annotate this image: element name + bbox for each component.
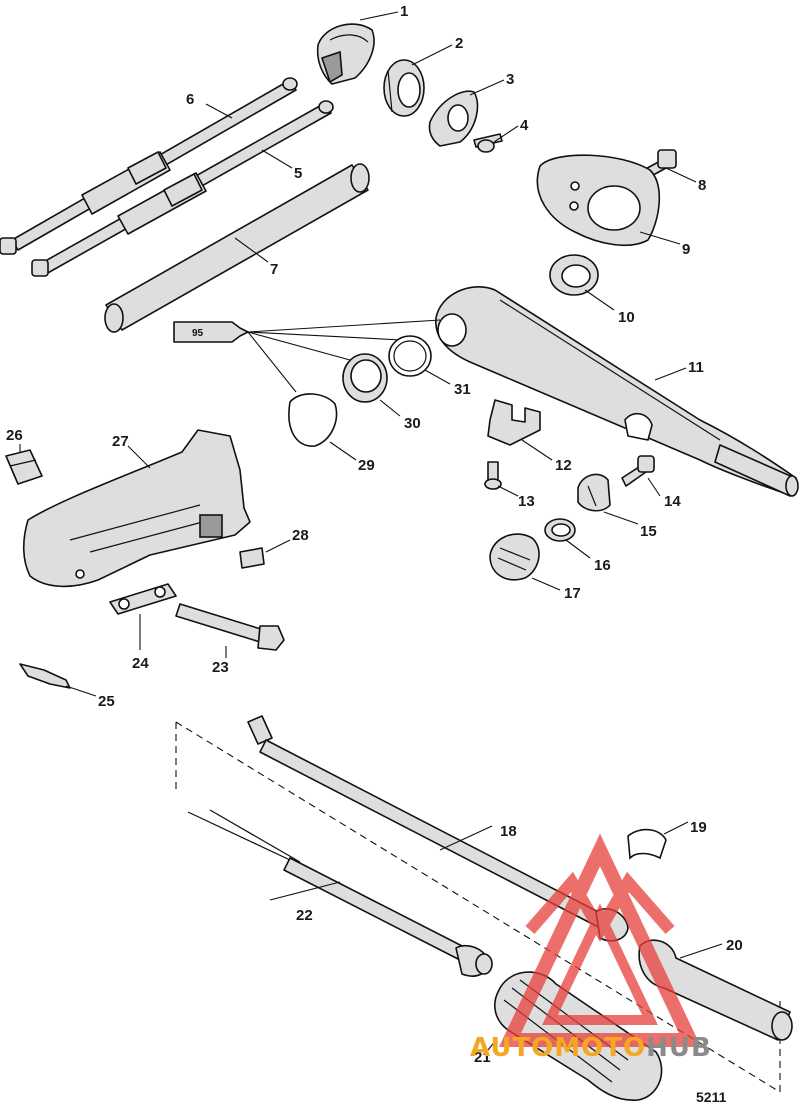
part-label-28: 28 [292,527,309,544]
part-label-14: 14 [664,493,681,510]
part-24-plate [109,583,177,615]
part-28-block [239,547,265,569]
part-31-seal [388,335,432,377]
part-label-3: 3 [506,71,514,88]
part-label-13: 13 [518,493,535,510]
part-label-26: 26 [6,427,23,444]
part-label-17: 17 [564,585,581,602]
figure-number: 5211 [696,1089,727,1105]
part-label-30: 30 [404,415,421,432]
part-label-7: 7 [270,261,278,278]
part-label-25: 25 [98,693,115,710]
part-label-31: 31 [454,381,471,398]
part-23-bolt [175,603,285,651]
part-19-clip [627,828,667,860]
part-11-tiller-arm [435,286,799,497]
part-9-cover [536,154,661,247]
part-label-23: 23 [212,659,229,676]
watermark-text-part2: HUB [646,1033,712,1063]
part-label-12: 12 [555,457,572,474]
part-30-seal [342,353,388,403]
part-17-knob [489,533,540,581]
part-label-20: 20 [726,937,743,954]
watermark-logo [498,833,702,1047]
part-label-16: 16 [594,557,611,574]
part-7-rod [104,163,370,333]
part-14-bolt [621,455,655,487]
part-5-gas-strut [31,100,334,277]
part-4-screw [473,133,503,153]
part-label-6: 6 [186,91,194,108]
part-22-lead [187,809,493,977]
sealant-tube: 95 [173,319,441,393]
watermark-text-part1: AUTOMOTO [470,1033,646,1063]
part-label-8: 8 [698,177,706,194]
part-6-gas-strut [0,77,298,255]
part-13-screw [484,461,502,490]
part-label-9: 9 [682,241,690,258]
part-10-grommet [549,254,599,296]
part-12-bracket [487,399,541,446]
part-label-18: 18 [500,823,517,840]
part-label-10: 10 [618,309,635,326]
part-label-19: 19 [690,819,707,836]
part-label-1: 1 [400,3,408,20]
part-15-clip [577,473,611,512]
part-26-spacer [5,449,43,485]
part-29-seal [288,393,338,447]
part-label-2: 2 [455,35,463,52]
part-27-bracket-housing [22,429,251,588]
part-label-27: 27 [112,433,129,450]
part-label-24: 24 [132,655,149,672]
part-label-4: 4 [520,117,529,134]
part-label-29: 29 [358,457,375,474]
leader-lines [19,11,723,1051]
part-1-clamp [316,23,375,85]
part-16-ring [544,518,576,542]
part-20-throttle-tube [638,939,793,1041]
part-label-21: 21 [474,1049,491,1066]
part-label-22: 22 [296,907,313,924]
part-2-bushing [383,59,425,117]
part-3-plate [428,90,479,147]
part-label-11: 11 [688,359,704,376]
sealant-tube-code: 95 [192,328,204,339]
part-label-15: 15 [640,523,657,540]
part-25-clip [19,663,71,689]
part-label-5: 5 [294,165,302,182]
watermark-text: AUTOMOTOHUB [470,1033,712,1063]
